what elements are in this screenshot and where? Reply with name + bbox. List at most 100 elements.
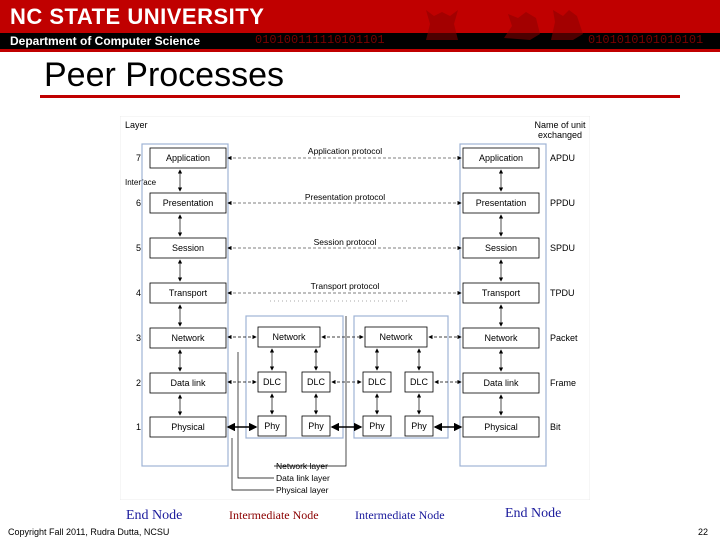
caption-intermediate-node-1: Intermediate Node (229, 508, 319, 522)
interface-label: Interface (125, 178, 157, 187)
layer-name: Presentation (163, 198, 214, 208)
layer-box (149, 372, 227, 394)
layer-number: 3 (136, 333, 141, 343)
router-network-label: Network (272, 332, 306, 342)
router-dlc-box (362, 371, 392, 393)
router-phy-label: Phy (411, 421, 427, 431)
router-dlc-label: DLC (410, 377, 429, 387)
protocol-label: Presentation protocol (305, 192, 385, 202)
layer-box (149, 147, 227, 169)
university-name: NC STATE UNIVERSITY (10, 4, 265, 29)
layer-rows: 7 Application Application Application pr… (136, 146, 578, 438)
layer-box (462, 327, 540, 349)
legend-network-layer: Network layer (276, 461, 328, 471)
router-phy-label: Phy (308, 421, 324, 431)
router-phy-box (404, 415, 434, 437)
router-dlc-label: DLC (307, 377, 326, 387)
layer-number: 2 (136, 378, 141, 388)
intermediate-node-1: Network DLC DLC Phy Phy (257, 326, 331, 437)
caption-intermediate-node-2: Intermediate Node (355, 508, 445, 522)
layer-box (462, 416, 540, 438)
layer-box (462, 237, 540, 259)
router-dlc-box (404, 371, 434, 393)
layer-box (149, 237, 227, 259)
layer-name: Transport (482, 288, 521, 298)
layer-number: 4 (136, 288, 141, 298)
router-dlc-label: DLC (368, 377, 387, 387)
legend-physical-layer: Physical layer (276, 485, 329, 495)
layer-name: Transport (169, 288, 208, 298)
layer-name: Data link (483, 378, 519, 388)
layer-name: Network (484, 333, 518, 343)
intermediate-node-2: Network DLC DLC Phy Phy (362, 326, 434, 437)
layer-name: Network (171, 333, 205, 343)
end-node-right-outline (459, 143, 547, 467)
unit-name: Bit (550, 422, 561, 432)
binary-decoration-right: 0101010101010101 (588, 33, 704, 47)
legend-data-link-layer: Data link layer (276, 473, 330, 483)
router-phy-box (257, 415, 287, 437)
layer-number: 5 (136, 243, 141, 253)
layer-box (149, 416, 227, 438)
unit-heading-line2: exchanged (538, 130, 582, 140)
unit-name: Frame (550, 378, 576, 388)
intermediate-node-1-outline (245, 315, 344, 439)
layer-number: 1 (136, 422, 141, 432)
diagram-background (120, 116, 590, 500)
router-phy-box (301, 415, 331, 437)
protocol-label: Transport protocol (311, 281, 380, 291)
legend-pointer-lines (231, 316, 347, 491)
binary-decoration-left: 010100111110101101 (255, 33, 385, 47)
copyright-footer: Copyright Fall 2011, Rudra Dutta, NCSU (8, 527, 170, 537)
protocol-label: Application protocol (308, 146, 382, 156)
unit-heading-line1: Name of unit (534, 120, 586, 130)
wolf-logo-icon (551, 10, 583, 40)
router-network-box (364, 326, 428, 348)
end-node-left-outline (141, 143, 229, 467)
slide-title: Peer Processes (44, 56, 284, 94)
layer-name: Session (485, 243, 517, 253)
layer-box (462, 147, 540, 169)
layer-number: 7 (136, 153, 141, 163)
unit-name: TPDU (550, 288, 575, 298)
hop-links (226, 334, 463, 432)
router-network-box (257, 326, 321, 348)
router-dlc-box (301, 371, 331, 393)
layer-box (149, 192, 227, 214)
layer-number: 6 (136, 198, 141, 208)
department-bar (0, 33, 720, 49)
layer-box (462, 372, 540, 394)
layer-heading: Layer (125, 120, 148, 130)
layer-box (462, 192, 540, 214)
router-phy-label: Phy (369, 421, 385, 431)
router-dlc-box (257, 371, 287, 393)
department-name: Department of Computer Science (10, 34, 201, 48)
layer-name: Session (172, 243, 204, 253)
unit-name: Packet (550, 333, 578, 343)
unit-name: APDU (550, 153, 575, 163)
protocol-label: Session protocol (314, 237, 377, 247)
layer-name: Presentation (476, 198, 527, 208)
router-phy-label: Phy (264, 421, 280, 431)
layer-name: Application (479, 153, 523, 163)
layer-name: Data link (170, 378, 206, 388)
intermediate-node-2-outline (353, 315, 449, 439)
caption-end-node-left: End Node (126, 508, 183, 523)
router-network-label: Network (379, 332, 413, 342)
layer-box (462, 282, 540, 304)
unit-name: SPDU (550, 243, 575, 253)
unit-name: PPDU (550, 198, 575, 208)
caption-end-node-right: End Node (505, 506, 562, 521)
layer-name: Physical (484, 422, 518, 432)
layer-box (149, 327, 227, 349)
layer-name: Physical (171, 422, 205, 432)
layer-box (149, 282, 227, 304)
layer-name: Application (166, 153, 210, 163)
title-divider (40, 95, 680, 98)
router-dlc-label: DLC (263, 377, 282, 387)
wolf-logo-icon (426, 10, 458, 40)
router-phy-box (362, 415, 392, 437)
wolf-logo-icon (504, 12, 540, 40)
osi-peer-diagram: Layer Name of unit exchanged Interface 7… (120, 116, 590, 500)
page-number: 22 (698, 527, 709, 537)
